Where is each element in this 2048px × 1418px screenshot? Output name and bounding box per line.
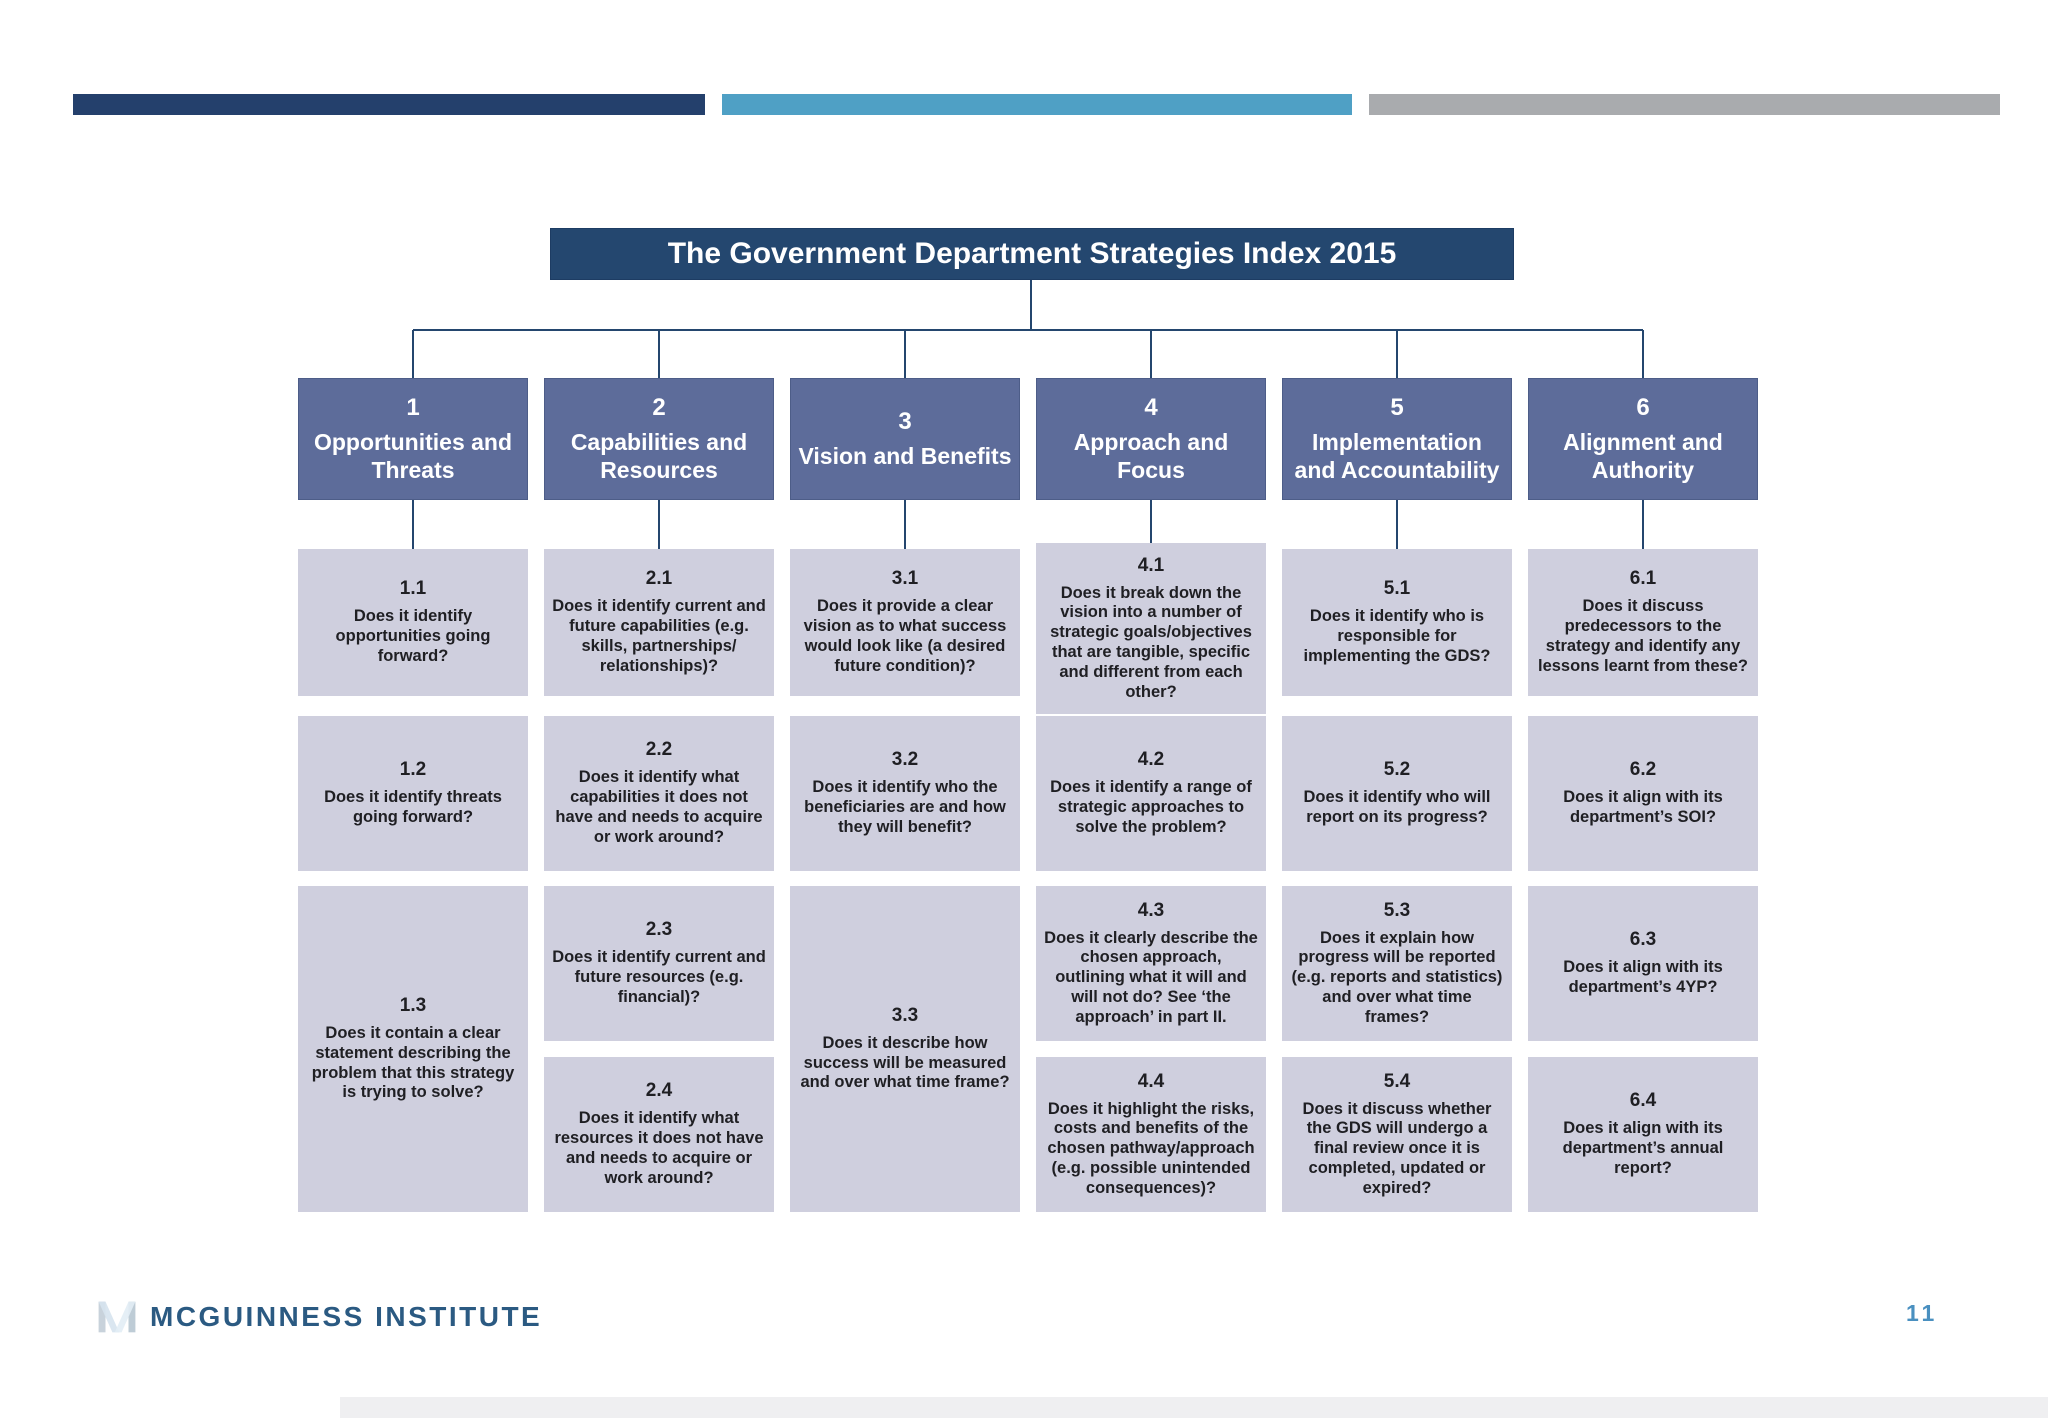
- question-code: 4.1: [1137, 554, 1165, 576]
- question-text: Does it identify what resources it does …: [554, 1109, 764, 1187]
- pillar-number: 6: [1636, 393, 1650, 421]
- pillar-number: 1: [406, 393, 420, 421]
- question-box-6-1: 6.1 Does it discuss predecessors to the …: [1528, 549, 1758, 696]
- pillar-label: Opportunities and Threats: [313, 428, 513, 483]
- pillar-header-1: 1 Opportunities and Threats: [298, 378, 528, 500]
- pillar-header-2: 2 Capabilities and Resources: [544, 378, 774, 500]
- slide-edge-strip: [340, 1397, 2048, 1418]
- top-bar-blue: [722, 94, 1352, 115]
- question-text: Does it describe how success will be mea…: [800, 1033, 1010, 1092]
- question-box-3-1: 3.1 Does it provide a clear vision as to…: [790, 549, 1020, 696]
- question-text: Does it provide a clear vision as to wha…: [803, 597, 1007, 675]
- question-code: 5.4: [1383, 1070, 1411, 1092]
- top-bar-gray: [1369, 94, 2000, 115]
- question-text: Does it identify who is responsible for …: [1303, 607, 1491, 665]
- question-box-1-2: 1.2 Does it identify threats going forwa…: [298, 716, 528, 871]
- pillar-label: Implementation and Accountability: [1294, 428, 1500, 483]
- question-code: 4.4: [1137, 1070, 1165, 1092]
- question-box-5-3: 5.3 Does it explain how progress will be…: [1282, 886, 1512, 1041]
- question-box-5-4: 5.4 Does it discuss whether the GDS will…: [1282, 1057, 1512, 1212]
- question-box-1-1: 1.1 Does it identify opportunities going…: [298, 549, 528, 696]
- question-code: 6.4: [1629, 1090, 1657, 1112]
- question-text: Does it highlight the risks, costs and b…: [1047, 1099, 1255, 1197]
- question-code: 2.4: [645, 1080, 673, 1102]
- question-code: 2.2: [645, 739, 673, 761]
- question-code: 5.2: [1383, 759, 1411, 781]
- top-bar-navy: [73, 94, 705, 115]
- question-text: Does it identify current and future reso…: [552, 948, 766, 1006]
- question-text: Does it align with its department’s 4YP?: [1563, 958, 1723, 996]
- question-text: Does it explain how progress will be rep…: [1291, 928, 1503, 1026]
- question-box-4-4: 4.4 Does it highlight the risks, costs a…: [1036, 1057, 1266, 1212]
- diagram-title-text: The Government Department Strategies Ind…: [667, 237, 1397, 270]
- question-box-3-3: 3.3 Does it describe how success will be…: [790, 886, 1020, 1212]
- question-code: 2.1: [645, 568, 673, 590]
- question-code: 1.2: [399, 759, 427, 781]
- pillar-label: Vision and Benefits: [798, 442, 1012, 469]
- question-text: Does it identify a range of strategic ap…: [1050, 778, 1252, 836]
- pillar-header-5: 5 Implementation and Accountability: [1282, 378, 1512, 500]
- diagram-title: The Government Department Strategies Ind…: [550, 228, 1514, 280]
- question-box-4-3: 4.3 Does it clearly describe the chosen …: [1036, 886, 1266, 1041]
- question-box-4-2: 4.2 Does it identify a range of strategi…: [1036, 716, 1266, 871]
- pillar-label: Capabilities and Resources: [570, 428, 748, 483]
- pillar-label: Alignment and Authority: [1563, 428, 1723, 483]
- question-box-6-3: 6.3 Does it align with its department’s …: [1528, 886, 1758, 1041]
- question-text: Does it identify threats going forward?: [324, 788, 502, 826]
- pillar-header-3: 3 Vision and Benefits: [790, 378, 1020, 500]
- question-text: Does it identify current and future capa…: [552, 597, 766, 675]
- question-text: Does it identify who the beneficiaries a…: [804, 778, 1006, 836]
- question-box-2-2: 2.2 Does it identify what capabilities i…: [544, 716, 774, 871]
- question-code: 2.3: [645, 919, 673, 941]
- question-code: 3.1: [891, 568, 919, 590]
- mcguinness-institute-logo: MCGUINNESS INSTITUTE: [94, 1298, 542, 1336]
- question-text: Does it identify who will report on its …: [1303, 788, 1491, 826]
- question-box-2-1: 2.1 Does it identify current and future …: [544, 549, 774, 696]
- question-text: Does it align with its department’s SOI?: [1563, 788, 1723, 826]
- question-code: 5.3: [1383, 899, 1411, 921]
- question-box-2-4: 2.4 Does it identify what resources it d…: [544, 1057, 774, 1212]
- pillar-header-4: 4 Approach and Focus: [1036, 378, 1266, 500]
- pillar-number: 3: [898, 407, 912, 435]
- question-code: 3.3: [891, 1004, 919, 1026]
- question-code: 6.3: [1629, 929, 1657, 951]
- pillar-number: 5: [1390, 393, 1404, 421]
- pillar-label: Approach and Focus: [1073, 428, 1229, 483]
- question-box-1-3: 1.3 Does it contain a clear statement de…: [298, 886, 528, 1212]
- question-box-5-1: 5.1 Does it identify who is responsible …: [1282, 549, 1512, 696]
- question-text: Does it identify opportunities going for…: [335, 607, 491, 665]
- pillar-number: 4: [1144, 393, 1158, 421]
- logo-text: MCGUINNESS INSTITUTE: [150, 1301, 543, 1332]
- question-box-6-2: 6.2 Does it align with its department’s …: [1528, 716, 1758, 871]
- question-code: 4.2: [1137, 749, 1165, 771]
- question-box-6-4: 6.4 Does it align with its department’s …: [1528, 1057, 1758, 1212]
- pillar-number: 2: [652, 393, 666, 421]
- question-box-5-2: 5.2 Does it identify who will report on …: [1282, 716, 1512, 871]
- mcguinness-logo-m-icon: [98, 1301, 136, 1333]
- question-box-2-3: 2.3 Does it identify current and future …: [544, 886, 774, 1041]
- question-text: Does it break down the vision into a num…: [1050, 583, 1252, 701]
- question-text: Does it discuss whether the GDS will und…: [1302, 1099, 1492, 1197]
- question-text: Does it identify what capabilities it do…: [555, 768, 763, 846]
- question-text: Does it clearly describe the chosen appr…: [1044, 928, 1258, 1026]
- page-number: 11: [1906, 1300, 1939, 1326]
- question-code: 3.2: [891, 749, 919, 771]
- question-text: Does it contain a clear statement descri…: [311, 1023, 515, 1102]
- question-code: 1.1: [399, 578, 427, 600]
- pillar-header-6: 6 Alignment and Authority: [1528, 378, 1758, 500]
- question-text: Does it align with its department’s annu…: [1562, 1119, 1724, 1177]
- question-box-3-2: 3.2 Does it identify who the beneficiari…: [790, 716, 1020, 871]
- question-text: Does it discuss predecessors to the stra…: [1538, 597, 1748, 675]
- question-box-4-1: 4.1 Does it break down the vision into a…: [1036, 543, 1266, 714]
- question-code: 6.2: [1629, 759, 1657, 781]
- question-code: 4.3: [1137, 899, 1165, 921]
- question-code: 5.1: [1383, 578, 1411, 600]
- question-code: 6.1: [1629, 568, 1657, 590]
- question-code: 1.3: [399, 994, 427, 1016]
